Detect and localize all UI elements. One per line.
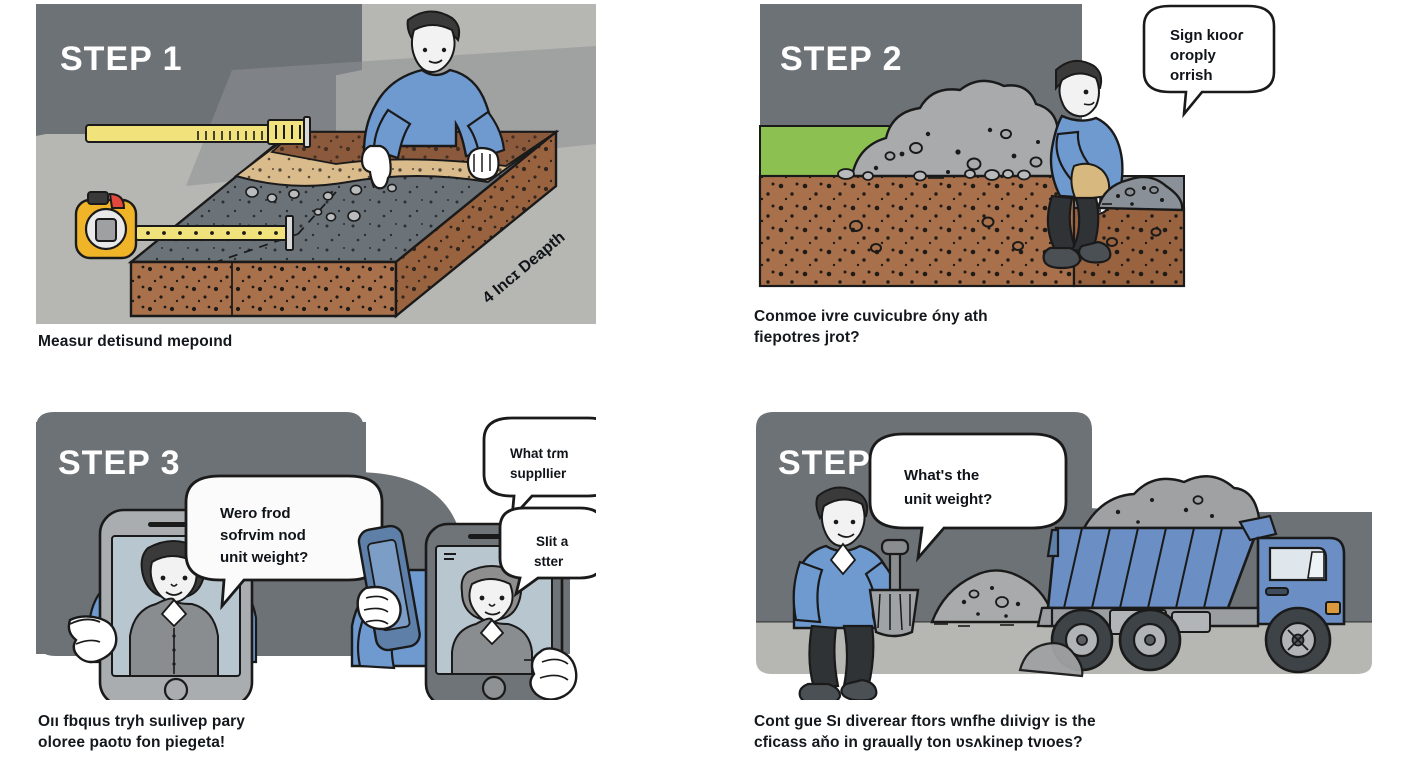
step-panel-4: What's the unit weight? STEP Cont gue Sı…	[752, 412, 1372, 764]
worker-bubble-line-2: unit weight?	[904, 491, 992, 508]
person-with-shovel	[792, 486, 920, 700]
left-bubble-line-3: unit weight?	[220, 549, 308, 566]
panel-4-step-label: STEP	[778, 444, 871, 482]
panel-1-scene: 4 Incɪ Deapth STEP 1	[36, 4, 596, 324]
panel-3-scene: Wero frod sofrvim nod unit weight?	[36, 412, 596, 700]
left-phone-bubble: Wero frod sofrvim nod unit weight?	[184, 474, 384, 611]
bubble-line-1: Sign kıooɾ	[1170, 27, 1244, 44]
worker-bubble: What's the unit weight?	[868, 432, 1068, 563]
step-panel-2: Sign kıooɾ oroply orrish STEP 2 Conmoe i…	[752, 4, 1312, 376]
panel-3-caption: Oıı fbqıus tryh suılivep pary oloree pao…	[38, 713, 246, 751]
dump-truck	[1018, 475, 1346, 678]
small-bubble-line-1: SIit a	[536, 534, 569, 549]
left-bubble-line-1: Wero frod	[220, 505, 291, 522]
panel-3-step-label: STEP 3	[58, 444, 181, 482]
panel-4-caption: Cont gue Sı diverear ftors wnfhe dıivigʏ…	[754, 713, 1096, 751]
panel-2-caption: Conmoe ivre cuvicubre óny ath fiepotres …	[754, 308, 988, 346]
small-gravel-pile	[1096, 175, 1184, 212]
person-holding-phone	[350, 522, 578, 700]
panel-1-step-label: STEP 1	[60, 40, 183, 78]
bubble-line-2: oroply	[1170, 47, 1216, 64]
panel-2-scene: Sign kıooɾ oroply orrish STEP 2	[752, 4, 1312, 298]
person-measuring	[360, 10, 506, 190]
panel-4-scene: What's the unit weight? STEP	[752, 412, 1372, 700]
gravel-pile	[837, 79, 1072, 182]
gravel-pile-center	[930, 569, 1056, 627]
step-panel-1: 4 Incɪ Deapth STEP 1 Measur detisund mep…	[36, 4, 596, 376]
supplier-bubble: What tɾm supplIier	[482, 416, 596, 523]
panel-1-caption: Measur detisund mepoınd	[38, 333, 233, 350]
step-panel-3: Wero frod sofrvim nod unit weight?	[36, 412, 596, 764]
bubble-line-3: orrish	[1170, 67, 1213, 84]
left-bubble-line-2: sofrvim nod	[220, 527, 306, 544]
gravel-pile-bubble: Sign kıooɾ oroply orrish	[1142, 4, 1276, 119]
worker-bubble-line-1: What's the	[904, 467, 979, 484]
small-reply-bubble: SIit a stter	[498, 506, 596, 598]
tape-measure-strip	[85, 116, 311, 148]
supplier-bubble-line-2: supplIier	[510, 466, 567, 481]
person-spreading	[1042, 59, 1124, 270]
small-bubble-line-2: stter	[534, 554, 564, 569]
measuring-tape-reel	[74, 191, 294, 260]
panel-2-step-label: STEP 2	[780, 40, 903, 78]
supplier-bubble-line-1: What tɾm	[510, 446, 569, 461]
